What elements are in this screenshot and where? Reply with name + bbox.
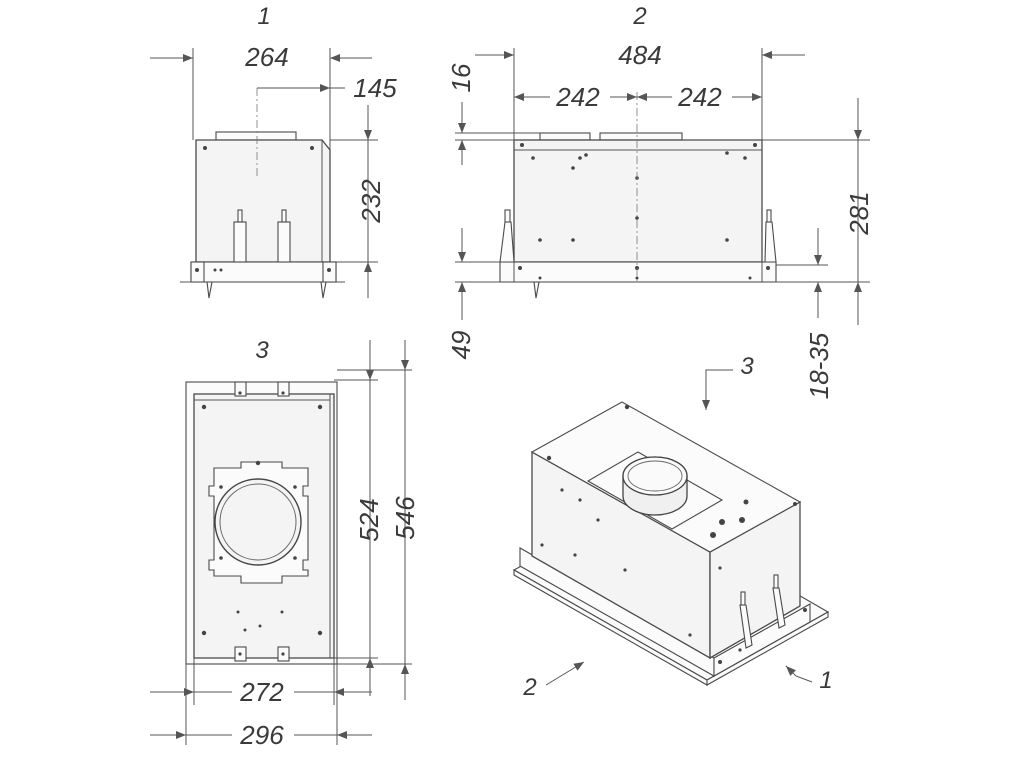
- view-3-inner-height: 524: [354, 498, 384, 541]
- view-3-top: 3 524 546: [150, 337, 420, 750]
- view-2-half-left: 242: [555, 82, 600, 112]
- view-1-width: 264: [244, 42, 288, 72]
- iso-label-3: 3: [740, 353, 754, 380]
- view-1-offset: 145: [353, 73, 397, 103]
- iso-label-1: 1: [819, 667, 832, 694]
- view-2-total-height: 281: [844, 191, 874, 235]
- view-1-height: 232: [356, 179, 386, 224]
- view-2-label: 2: [632, 3, 646, 30]
- isometric-view: 3 2 1: [512, 353, 833, 701]
- iso-label-2: 2: [522, 674, 536, 701]
- view-2-width: 484: [618, 40, 661, 70]
- view-2-bottom-gap: 49: [446, 331, 476, 360]
- view-2-flange: 18-35: [804, 332, 834, 399]
- view-1-front: 1 264 145 232: [150, 3, 397, 299]
- view-2-side: 2 484: [446, 3, 874, 399]
- view-2-half-right: 242: [677, 82, 722, 112]
- view-2-top-gap: 16: [446, 63, 476, 92]
- view-1-label: 1: [257, 3, 270, 30]
- view-3-outer-width: 296: [239, 720, 284, 750]
- view-3-label: 3: [255, 337, 269, 364]
- view-3-inner-width: 272: [239, 677, 284, 707]
- view-3-outer-height: 546: [390, 496, 420, 540]
